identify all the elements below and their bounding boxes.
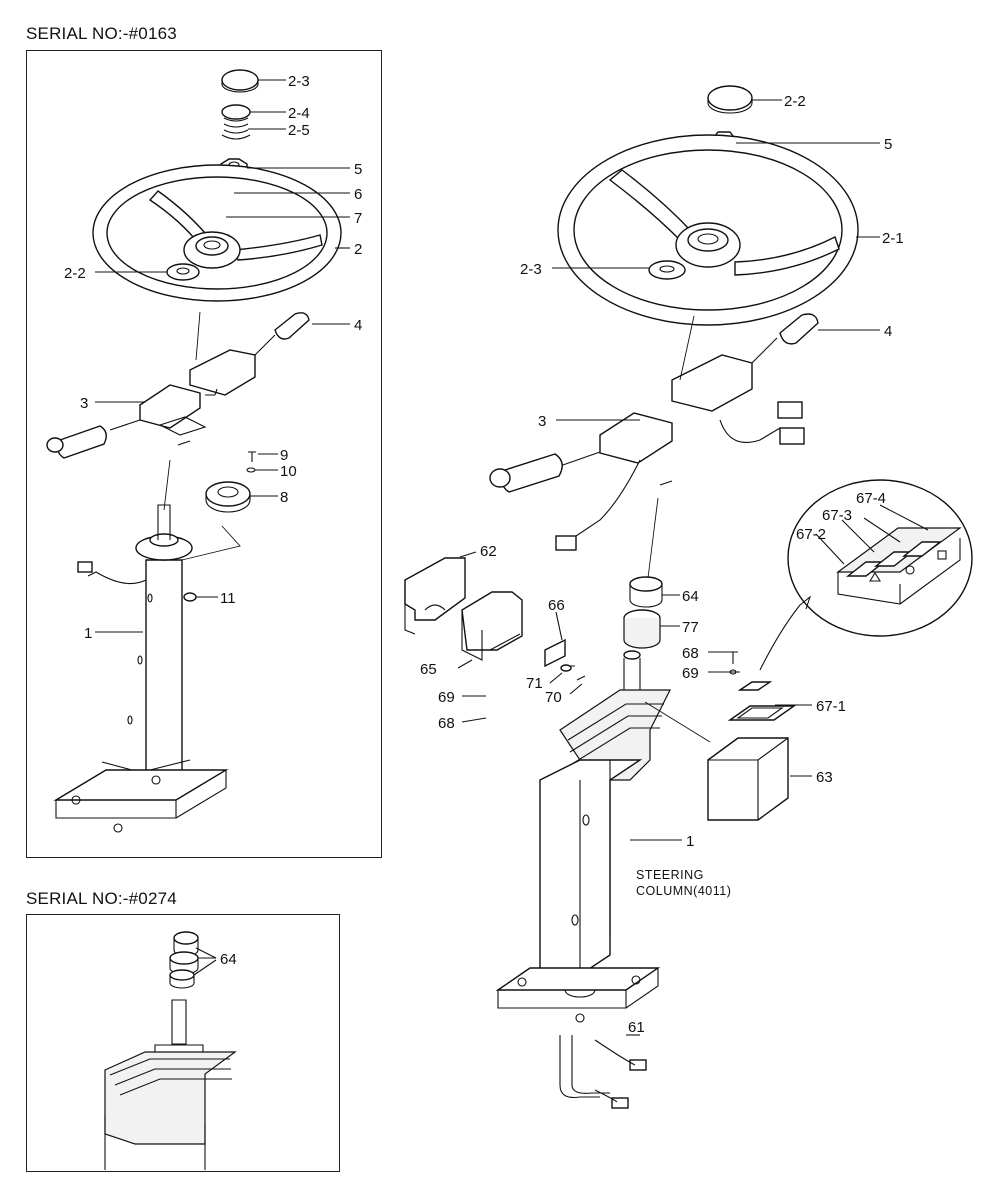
- callout-2-5-left: 2-5: [288, 122, 310, 139]
- callout-8-left: 8: [280, 489, 288, 506]
- callout-65-right: 65: [420, 661, 437, 678]
- steering-note-line1: STEERING: [636, 868, 704, 882]
- callout-64-detail: 64: [220, 951, 237, 968]
- callout-77-right: 77: [682, 619, 699, 636]
- horn-cap-drawing: [221, 69, 259, 93]
- callout-67-1-right: 67-1: [816, 698, 846, 715]
- serial-number-bottom: SERIAL NO:-#0274: [26, 889, 177, 908]
- combination-switch-left-drawing: [46, 312, 310, 459]
- steering-column-left-drawing: [53, 504, 229, 833]
- callout-5-left: 5: [354, 161, 362, 178]
- callout-11-left: 11: [220, 590, 236, 607]
- callout-2-2-left: 2-2: [64, 265, 86, 282]
- callout-66-right: 66: [548, 597, 565, 614]
- callout-3-right: 3: [538, 413, 546, 430]
- callout-4-right: 4: [884, 323, 892, 340]
- mounting-bracket-drawing: [404, 557, 586, 681]
- callout-69-top-right: 69: [682, 665, 699, 682]
- callout-7-left: 7: [354, 210, 362, 227]
- callout-1-left: 1: [84, 625, 92, 642]
- callout-64-right: 64: [682, 588, 699, 605]
- callout-4-left: 4: [354, 317, 362, 334]
- callout-6-left: 6: [354, 186, 362, 203]
- leader-lines-left: [95, 79, 350, 633]
- callout-2-4-left: 2-4: [288, 105, 310, 122]
- callout-labels-left: 2-3 2-4 2-5 5 6 7 2 2-2 4 3 9 10 8 11 1: [64, 73, 362, 642]
- callout-2-2-right: 2-2: [784, 93, 806, 110]
- callout-2-3-left: 2-3: [288, 73, 310, 90]
- leader-lines-right: [457, 99, 929, 1036]
- serial-0163-frame: [26, 50, 382, 858]
- callout-2-3-right: 2-3: [520, 261, 542, 278]
- callout-2-left: 2: [354, 241, 362, 258]
- column-bracket-drawing: [205, 451, 256, 513]
- switch-box-drawing: [707, 651, 797, 821]
- callout-63-right: 63: [816, 769, 833, 786]
- callout-67-3-right: 67-3: [822, 507, 852, 524]
- callout-68-bottom-right: 68: [438, 715, 455, 732]
- callout-62-right: 62: [480, 543, 497, 560]
- callout-9-left: 9: [280, 447, 288, 464]
- callout-5-right: 5: [884, 136, 892, 153]
- steering-wheel-right-drawing: [557, 85, 859, 326]
- steering-column-right-drawing: [495, 650, 671, 1109]
- callout-61-right: 61: [628, 1019, 645, 1036]
- callout-2-1-right: 2-1: [882, 230, 904, 247]
- callout-labels-right: 2-2 5 2-1 2-3 4 3 62 66 64 77 65 68 69 7…: [420, 93, 904, 1036]
- callout-69-bottom-right: 69: [438, 689, 455, 706]
- serial-0274-frame: [26, 914, 340, 1172]
- steering-wheel-left-drawing: [92, 164, 342, 302]
- steering-note-line2: COLUMN(4011): [636, 884, 731, 898]
- callout-67-2-right: 67-2: [796, 526, 826, 543]
- horn-button-drawing: [221, 104, 251, 140]
- callout-70-right: 70: [545, 689, 562, 706]
- switch-panel-detail-drawing: [759, 479, 973, 671]
- callout-10-left: 10: [280, 463, 297, 480]
- callout-67-4-right: 67-4: [856, 490, 886, 507]
- callout-71-right: 71: [526, 675, 543, 692]
- column-detail-drawing: [104, 931, 237, 1170]
- serial-number-top: SERIAL NO:-#0163: [26, 24, 177, 43]
- callout-68-top-right: 68: [682, 645, 699, 662]
- combination-switch-right-drawing: [489, 313, 819, 551]
- callout-1-right: 1: [686, 833, 694, 850]
- callout-3-left: 3: [80, 395, 88, 412]
- bush-drawing: [623, 576, 663, 649]
